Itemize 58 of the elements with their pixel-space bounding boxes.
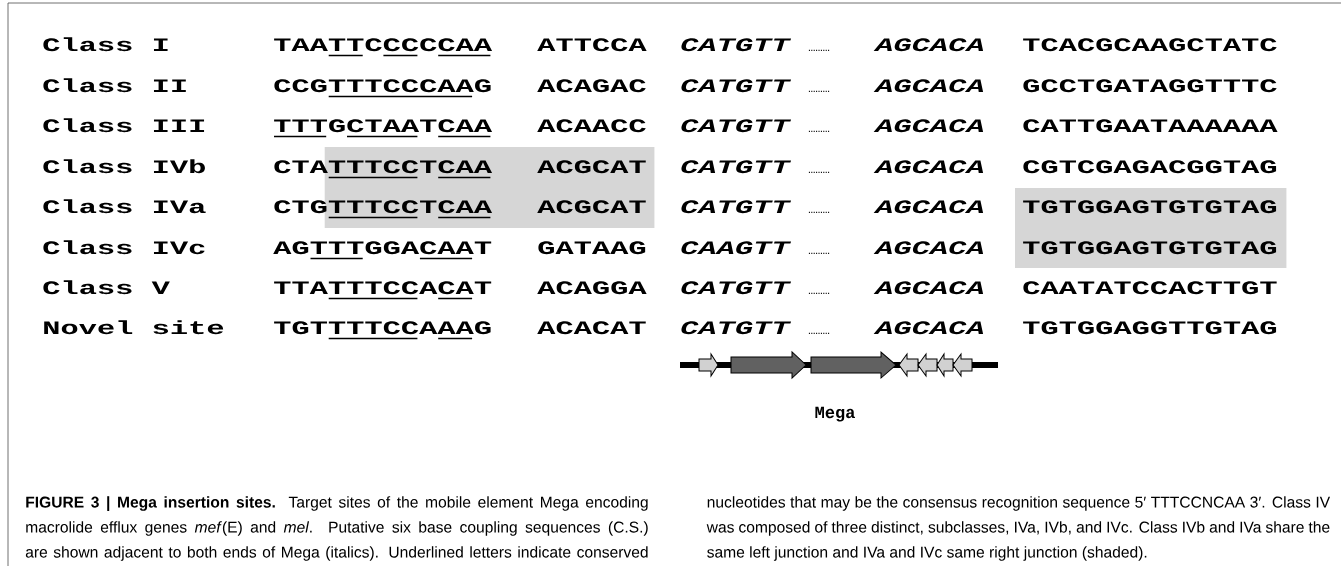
coupling-sequence: AGCACA (873, 119, 984, 133)
class-name: Class V (43, 280, 170, 295)
sequence-text: ATTCCA (537, 38, 647, 52)
coupling-sequence: AGCACA (873, 321, 984, 335)
coupling-sequence: AGCACA (873, 160, 984, 174)
element-label: Mega (815, 406, 855, 422)
coupling-sequence: AGCACA (873, 241, 984, 255)
coupling-sequence: CATGTT (681, 321, 792, 335)
coupling-sequence: AGCACA (873, 281, 984, 295)
ellipsis: ……… (808, 292, 830, 294)
coupling-sequence: AGCACA (873, 200, 984, 214)
class-name: Class IVa (43, 199, 206, 214)
sequence-text: TGTGGAGTGTGTAG (1023, 200, 1277, 214)
sequence-text: TTATTTCCACAT (274, 281, 492, 295)
coupling-sequence: CATGTT (681, 119, 792, 133)
sequence-text: CGTCGAGACGGTAG (1023, 160, 1277, 174)
class-name: Novel site (44, 320, 224, 335)
coupling-sequence: AGCACA (873, 38, 984, 52)
coupling-sequence: CATGTT (681, 200, 792, 214)
sequence-text: CCGTTTCCCAAG (274, 79, 491, 93)
sequence-text: TAATTCCCCCAA (274, 38, 493, 52)
ellipsis: ……… (808, 332, 830, 334)
ellipsis: ……… (808, 49, 830, 51)
sequence-text: CTGTTTCCTCAA (274, 200, 493, 214)
sequence-text: TGTGGAGTGTGTAG (1023, 241, 1277, 255)
class-name: Class III (43, 118, 205, 133)
sequence-text: CATTGAATAAAAAA (1023, 119, 1278, 133)
coupling-sequence: CATGTT (681, 160, 792, 174)
coupling-sequence: CATGTT (681, 79, 792, 93)
ellipsis: ……… (808, 90, 830, 92)
sequence-text: TTTGCTAATCAA (274, 119, 493, 133)
sequence-text: CAATATCCACTTGT (1023, 281, 1277, 295)
sequence-text: TGTTTTCCAAAG (274, 321, 491, 335)
coupling-sequence: CATGTT (681, 38, 792, 52)
sequence-text: ACACAT (537, 321, 646, 335)
coupling-sequence: CAAGTT (681, 241, 792, 255)
sequence-text: ACAGGA (537, 281, 647, 295)
sequence-text: ACGCAT (537, 200, 646, 214)
sequence-text: TGTGGAGGTTGTAG (1023, 321, 1277, 335)
ellipsis: ……… (808, 171, 830, 173)
sequence-text: ACAACC (537, 119, 646, 133)
class-name: Class IVc (43, 240, 205, 255)
sequence-text: AGTTTGGACAAT (273, 241, 492, 255)
sequence-text: CTATTTCCTCAA (274, 160, 493, 174)
class-name: Class IVb (43, 159, 205, 174)
sequence-text: ACAGAC (537, 79, 646, 93)
ellipsis: ……… (808, 252, 830, 254)
caption: FIGURE 3 | Mega insertion sites. Target sites of the mobile element Mega encoding macrolide efflux genes mef(E) and mel. Putative six base coupling sequences (C.S.) are shown adjacent to both ends of Mega (italics). Underlined letters indicate conserved nucleotides that may be the consensus recognition sequence 5′ TTTCCNCAA 3′. Class IV was composed of three distinct, subclasses, IVa, IVb, and IVc. Class IVb and IVa share the same left junction and IVa and IVc same right junction (shaded). (25, 496, 1331, 561)
ellipsis: ……… (808, 130, 830, 132)
sequence-text: TCACGCAAGCTATC (1023, 38, 1277, 52)
class-name: Class II (43, 78, 186, 93)
class-name: Class I (43, 37, 168, 52)
coupling-sequence: AGCACA (873, 79, 984, 93)
ellipsis: ……… (808, 211, 830, 213)
sequence-text: ACGCAT (537, 160, 646, 174)
coupling-sequence: CATGTT (681, 281, 792, 295)
sequence-text: GATAAG (538, 241, 646, 255)
sequence-text: GCCTGATAGGTTTC (1023, 79, 1277, 93)
